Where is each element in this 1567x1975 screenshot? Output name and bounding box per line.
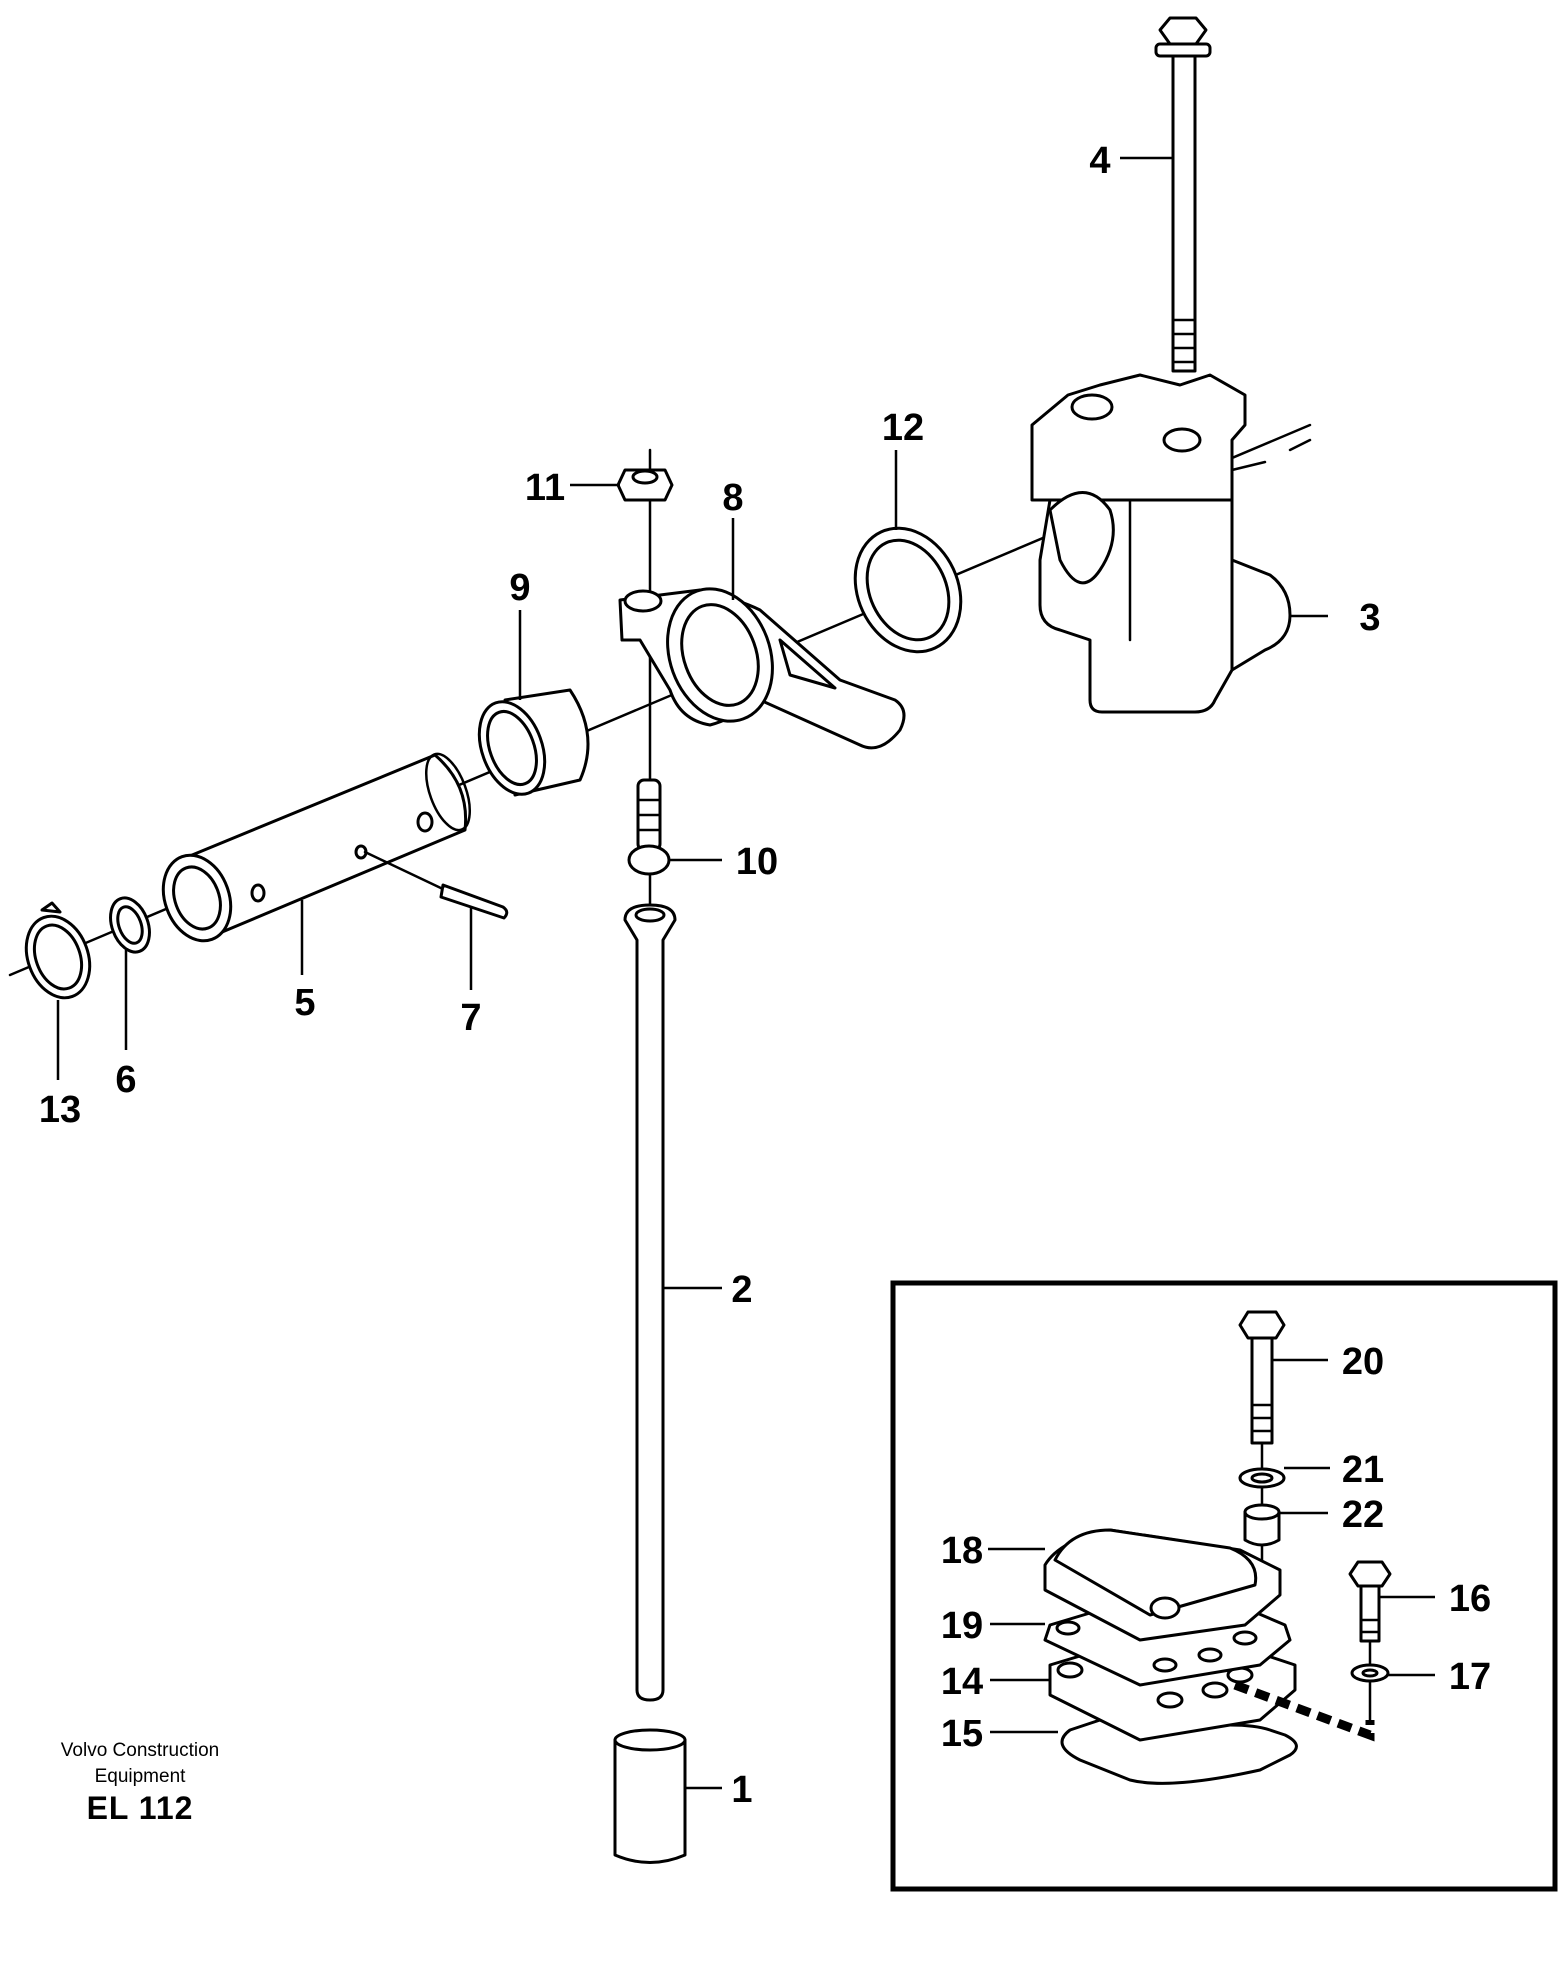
adjusting-screw <box>627 778 671 876</box>
callout-8: 8 <box>722 477 743 519</box>
lock-washer <box>1238 1467 1286 1489</box>
adjusting-nut <box>616 468 674 502</box>
callout-17: 17 <box>1449 1656 1491 1698</box>
callout-19: 19 <box>941 1605 983 1647</box>
tappet <box>613 1728 687 1864</box>
small-washer <box>1350 1663 1390 1683</box>
spacer-sleeve <box>1243 1503 1281 1547</box>
rocker-shaft <box>161 752 472 943</box>
rocker-arm <box>618 587 906 750</box>
callout-13: 13 <box>39 1089 81 1131</box>
assembly-dashed-line <box>1233 1680 1375 1742</box>
drawing-code: EL 112 <box>86 1790 194 1826</box>
rocker-bracket <box>1030 373 1312 714</box>
callout-18: 18 <box>941 1530 983 1572</box>
detail-inset-frame <box>890 1280 1558 1892</box>
small-bolt <box>1348 1560 1392 1643</box>
callout-5: 5 <box>294 982 315 1024</box>
callout-9: 9 <box>509 567 530 609</box>
callout-4: 4 <box>1089 140 1110 182</box>
thrust-ring <box>853 526 963 654</box>
callout-7: 7 <box>460 997 481 1039</box>
publisher-credit: Volvo Construction Equipment EL 112 <box>30 1738 250 1827</box>
push-rod <box>623 903 677 1702</box>
lower-gasket <box>1060 1718 1298 1785</box>
callout-3: 3 <box>1359 597 1380 639</box>
company-name-line2: Equipment <box>94 1766 186 1787</box>
callout-14: 14 <box>941 1661 983 1703</box>
callout-20: 20 <box>1342 1341 1384 1383</box>
callout-10: 10 <box>736 841 778 883</box>
long-bolt <box>1154 16 1212 373</box>
callout-6: 6 <box>115 1059 136 1101</box>
cover-bolt <box>1238 1310 1286 1445</box>
callout-2: 2 <box>731 1269 752 1311</box>
company-name-line1: Volvo Construction <box>60 1740 220 1761</box>
callout-15: 15 <box>941 1713 983 1755</box>
pin <box>363 850 509 920</box>
callout-11: 11 <box>525 467 565 509</box>
callout-16: 16 <box>1449 1578 1491 1620</box>
callout-22: 22 <box>1342 1494 1384 1536</box>
spacer-ring <box>109 896 151 954</box>
bushing <box>477 688 590 797</box>
callout-21: 21 <box>1342 1449 1384 1491</box>
valve-cover <box>1043 1528 1282 1642</box>
circlip <box>24 901 92 1000</box>
callout-1: 1 <box>731 1769 752 1811</box>
callout-12: 12 <box>882 407 924 449</box>
